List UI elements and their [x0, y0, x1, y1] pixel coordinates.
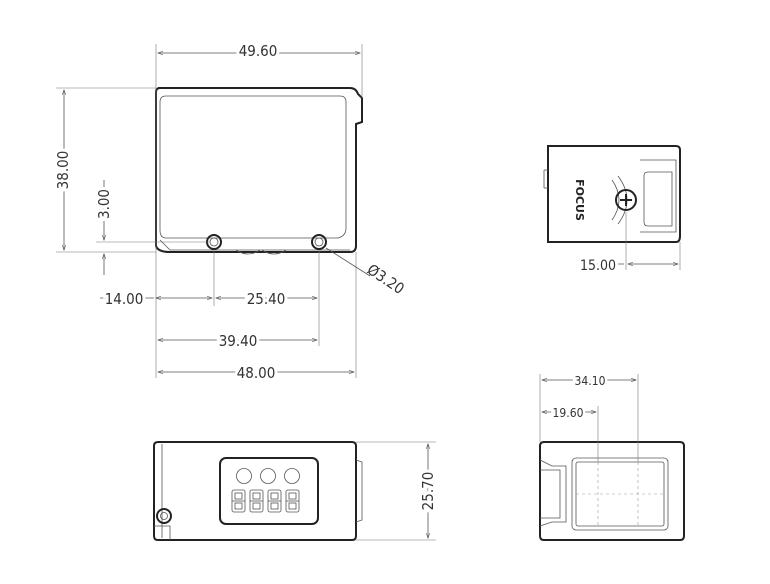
dim-height: 38.00: [51, 90, 75, 250]
dim-focus-offset: 15.00: [577, 212, 681, 277]
connector-block: [219, 457, 319, 525]
focus-knob-icon: [615, 189, 637, 211]
dim-rear-offsets: 34.10 19.60: [539, 372, 639, 462]
dim-hole-offset-label: 3.00: [95, 189, 113, 219]
dim-depth-label: 25.70: [419, 472, 437, 511]
dim-height-label: 38.00: [54, 151, 72, 190]
side-view: FOCUS: [543, 145, 681, 243]
dim-hole-left-label: 14.00: [105, 290, 144, 308]
front-view-extension-lines: [56, 44, 363, 378]
bottom-view: [153, 441, 363, 541]
dim-hole-offset: 3.00: [92, 180, 116, 275]
rear-window: [571, 457, 669, 531]
dim-hole-right: 39.40: [158, 329, 317, 353]
front-view: [155, 87, 363, 255]
dim-hole-right-label: 39.40: [219, 332, 258, 350]
dim-hole-spacing-label: 25.40: [247, 290, 286, 308]
dim-rear-offset-1-label: 34.10: [575, 374, 606, 388]
dim-width-top: 49.60: [158, 39, 360, 63]
dim-width-bottom: 48.00: [158, 361, 354, 385]
dim-rear-offset-2-label: 19.60: [553, 406, 584, 420]
mounting-hole-right: [311, 234, 327, 250]
dim-hole-diameter: Ø3.20: [325, 247, 408, 298]
rear-view: [539, 441, 685, 541]
dim-width-bottom-label: 48.00: [237, 364, 276, 382]
dim-focus-offset-label: 15.00: [580, 258, 616, 274]
dim-hole-positions: 14.00 25.40: [100, 287, 317, 311]
dim-width-top-label: 49.60: [239, 42, 278, 60]
focus-label: FOCUS: [573, 179, 586, 221]
dim-depth: 25.70: [356, 441, 440, 541]
dim-hole-diameter-label: Ø3.20: [364, 260, 408, 298]
